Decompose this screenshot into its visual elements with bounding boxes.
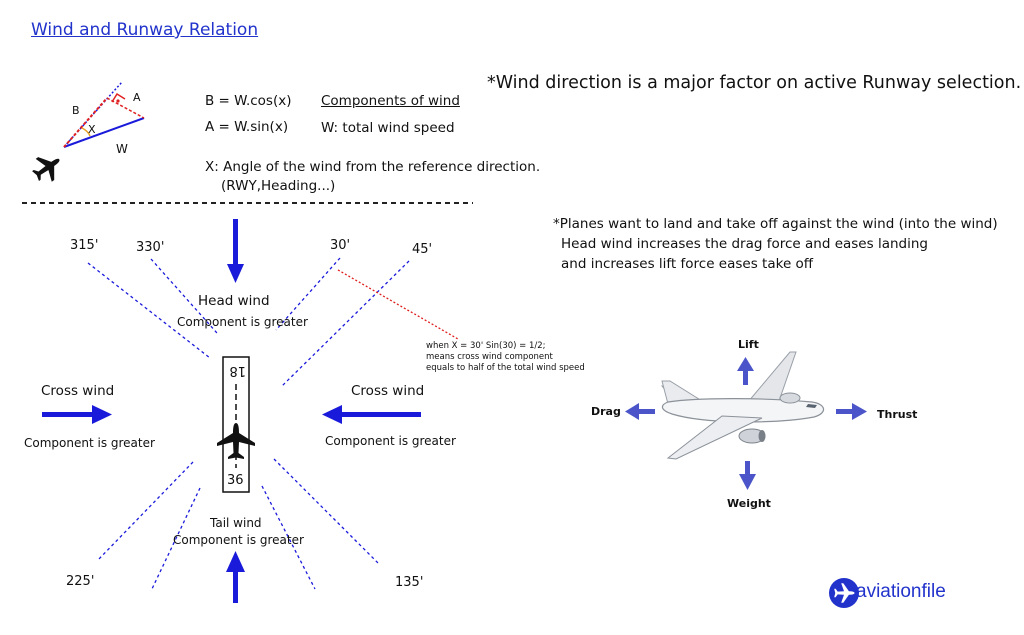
runway-airplane-icon <box>217 423 255 459</box>
vector-diagram <box>63 81 145 148</box>
weight-label: Weight <box>727 497 771 510</box>
angle-225: 225' <box>66 574 95 589</box>
cross-wind-note-line2: means cross wind component <box>426 352 553 362</box>
x-definition-line1: X: Angle of the wind from the reference … <box>205 159 541 175</box>
airliner-illustration <box>660 351 825 460</box>
landing-note-line2: Head wind increases the drag force and e… <box>561 236 928 252</box>
runway-number-north: 18 <box>229 363 246 378</box>
cross-wind-right-arrow <box>322 405 421 424</box>
logo-text: aviationfile <box>856 581 946 602</box>
cross-wind-left-sub: Component is greater <box>24 436 155 450</box>
cross-wind-left-title: Cross wind <box>41 383 115 399</box>
page-title: Wind and Runway Relation <box>31 20 259 40</box>
vector-label-w: W <box>116 142 128 156</box>
angle-330: 330' <box>136 240 165 255</box>
cross-wind-note-line3: equals to half of the total wind speed <box>426 363 585 373</box>
x-definition-line2: (RWY,Heading...) <box>221 178 336 194</box>
cross-wind-note: when X = 30' Sin(30) = 1/2; means cross … <box>426 341 585 374</box>
landing-note-line3: and increases lift force eases take off <box>561 256 814 272</box>
angle-45: 45' <box>412 242 433 257</box>
tail-wind-title: Tail wind <box>210 516 262 530</box>
note-leader-line <box>337 269 459 340</box>
thrust-label: Thrust <box>877 408 918 421</box>
drag-label: Drag <box>591 405 621 418</box>
drag-arrow <box>625 403 655 420</box>
thrust-arrow <box>836 403 867 420</box>
runway-number-south: 36 <box>227 473 244 488</box>
vector-label-b: B <box>72 104 80 117</box>
cross-wind-note-line1: when X = 30' Sin(30) = 1/2; <box>426 341 546 351</box>
bearing-lines <box>87 257 410 592</box>
cross-wind-left-arrow <box>42 405 112 424</box>
a-formula: A = W.sin(x) <box>205 119 289 135</box>
b-formula: B = W.cos(x) <box>205 93 292 109</box>
tail-wind-sub: Component is greater <box>173 533 304 547</box>
head-wind-title: Head wind <box>198 293 270 309</box>
cross-wind-right-title: Cross wind <box>351 383 425 399</box>
head-wind-sub: Component is greater <box>177 315 308 329</box>
main-note: *Wind direction is a major factor on act… <box>487 73 1022 93</box>
angle-135: 135' <box>395 575 424 590</box>
airplane-small-icon <box>32 157 60 182</box>
angle-30: 30' <box>330 238 351 253</box>
head-wind-arrow <box>227 219 244 283</box>
vector-label-x: X <box>88 123 96 136</box>
lift-label: Lift <box>738 338 759 351</box>
aviationfile-logo-icon <box>829 578 859 608</box>
cross-wind-right-sub: Component is greater <box>325 434 456 448</box>
tail-wind-arrow <box>226 551 245 603</box>
lift-arrow <box>737 357 754 385</box>
vector-label-a: A <box>133 91 141 104</box>
w-definition: W: total wind speed <box>321 120 455 136</box>
angle-315: 315' <box>70 238 99 253</box>
landing-note: *Planes want to land and take off agains… <box>553 214 998 274</box>
components-heading: Components of wind <box>321 93 460 109</box>
weight-arrow <box>739 461 756 490</box>
landing-note-line1: *Planes want to land and take off agains… <box>553 216 998 232</box>
